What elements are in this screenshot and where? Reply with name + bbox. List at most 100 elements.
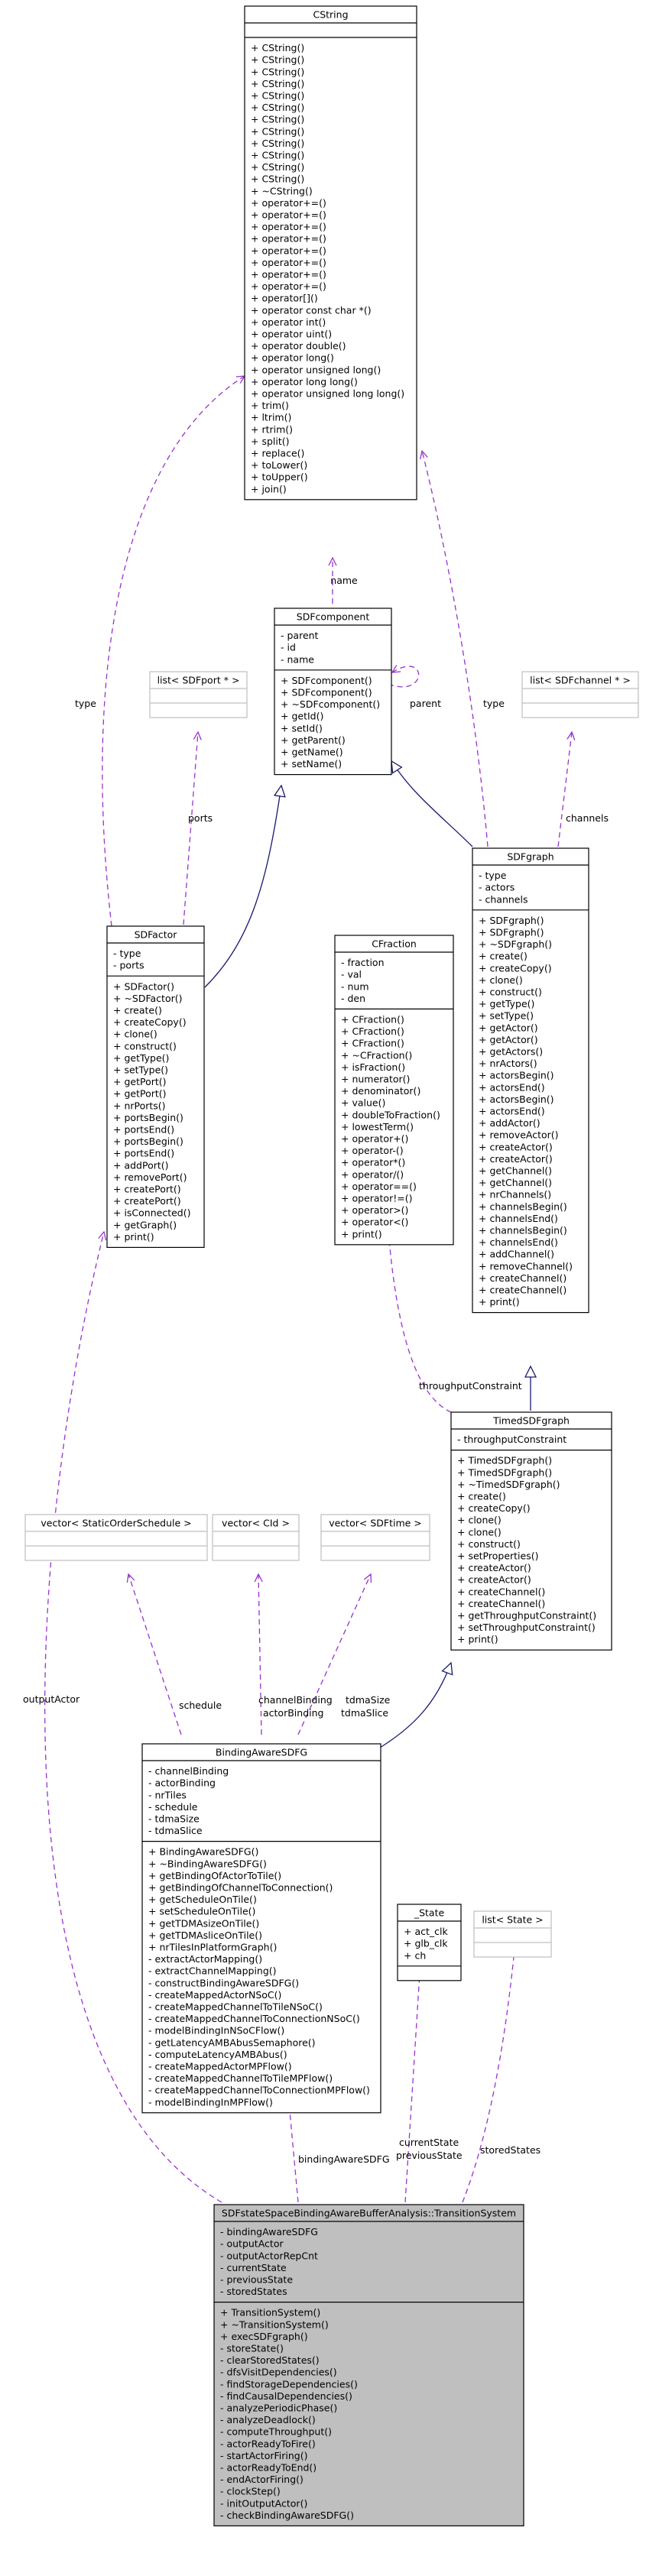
label-type-graph: type (483, 698, 505, 709)
class-method: + addPort() (113, 1159, 169, 1171)
class-method: + getActors() (479, 1046, 543, 1058)
class-cstring: CString+ CString()+ CString()+ CString()… (244, 5, 417, 501)
class-method: + value() (341, 1097, 385, 1109)
class-attribute: - outputActor (220, 2238, 284, 2250)
class-method: + actorsBegin() (479, 1094, 554, 1105)
class-box-frame (521, 671, 639, 718)
class-method: - getLatencyAMBAbusSemaphore() (148, 2036, 316, 2048)
class-method: + nrPorts() (113, 1100, 166, 1111)
class-method: + operator unsigned long() (251, 364, 381, 375)
edge-sdfactor-ports-list (183, 732, 198, 925)
class-attribute: - channelBinding (148, 1765, 229, 1777)
class-method: + getType() (113, 1052, 169, 1064)
class-method: + operator long long() (251, 376, 358, 387)
class-method: + CString() (251, 125, 304, 137)
class-method: + CFraction() (341, 1014, 404, 1026)
class-method: + portsBegin() (113, 1112, 183, 1123)
class-method: + CString() (251, 54, 304, 66)
class-title: CFraction (372, 938, 417, 950)
class-method: + SDFactor() (113, 980, 174, 992)
class-box-frame (274, 608, 392, 776)
class-attribute: - currentState (220, 2262, 287, 2273)
class-method: - analyzeDeadlock() (220, 2414, 316, 2425)
class-method: + print() (113, 1231, 154, 1243)
class-attribute: - type (479, 870, 507, 881)
class-method: + CString() (251, 138, 304, 149)
class-method: - createMappedChannelToTileNSoC() (148, 2001, 323, 2013)
class-method: + isFraction() (341, 1061, 405, 1073)
class-box-frame (212, 1514, 300, 1561)
class-method: + getThroughputConstraint() (457, 1610, 596, 1622)
edge-binding-cid-vector (258, 1574, 261, 1735)
class-method: + operator long() (251, 352, 334, 364)
class-method: + join() (251, 483, 287, 494)
class-method: + getTDMAsizeOnTile() (148, 1917, 259, 1929)
class-box-frame (149, 671, 248, 718)
label-tdma-size: tdmaSize (346, 1694, 391, 1706)
class-method: + operator+=() (251, 209, 326, 221)
class-method: + rtrim() (251, 423, 293, 435)
label-actor-binding: actorBinding (263, 1707, 323, 1719)
class-method: + setProperties() (457, 1550, 538, 1562)
class-title: vector< CId > (222, 1518, 290, 1529)
class-method: + createChannel() (479, 1272, 566, 1284)
class-vector-cid: vector< CId > (212, 1514, 300, 1561)
class-box-frame (450, 1411, 612, 1651)
class-method: + createPort() (113, 1184, 181, 1195)
class-sdfcomponent: SDFcomponent- parent- id- name+ SDFcompo… (274, 608, 392, 776)
class-attribute: - ports (113, 960, 144, 971)
class-attribute: - name (281, 653, 314, 665)
class-sdfactor: SDFactor- type- ports+ SDFactor()+ ~SDFa… (106, 925, 205, 1248)
class-method: + operator+() (341, 1133, 408, 1145)
edge-sdfgraph-channels-list (557, 732, 572, 847)
class-box-frame (334, 935, 454, 1246)
class-method: + nrTilesInPlatformGraph() (148, 1942, 277, 1953)
class-method: + getBindingOfActorToTile() (148, 1870, 281, 1881)
class-list-sdfport: list< SDFport * > (149, 671, 248, 718)
class-boxes: CString+ CString()+ CString()+ CString()… (24, 5, 639, 2526)
class-method: + operator<() (341, 1217, 408, 1228)
class-method: + getActor() (479, 1022, 538, 1033)
class-method: + ~CString() (251, 185, 313, 196)
class-method: + getTDMAsliceOnTile() (148, 1930, 262, 1941)
class-method: + setType() (479, 1010, 534, 1022)
class-method: + TimedSDFgraph() (457, 1455, 552, 1466)
class-method: - analyzePeriodicPhase() (220, 2403, 337, 2414)
class-method: + createPort() (113, 1195, 181, 1207)
class-method: + TimedSDFgraph() (457, 1466, 552, 1478)
class-method: + getParent() (281, 734, 346, 746)
class-title: SDFstateSpaceBindingAwareBufferAnalysis:… (222, 2208, 516, 2219)
class-box-frame (24, 1514, 208, 1561)
class-method: + getChannel() (479, 1165, 552, 1177)
class-method: + CString() (251, 161, 304, 173)
class-method: + CString() (251, 90, 304, 102)
class-method: + print() (457, 1634, 498, 1645)
class-method: + ~CFraction() (341, 1049, 412, 1061)
class-method: + denominator() (341, 1085, 420, 1097)
class-attribute: - channels (479, 893, 528, 905)
class-method: - modelBindingInNSoCFlow() (148, 2025, 284, 2036)
class-method: - storeState() (220, 2343, 284, 2354)
class-title: _State (414, 1907, 445, 1919)
class-method: + actorsBegin() (479, 1070, 554, 1081)
class-method: - createMappedChannelToConnectionNSoC() (148, 2013, 360, 2024)
class-method: + portsBegin() (113, 1136, 183, 1147)
class-method: + operator uint() (251, 329, 332, 340)
class-method: + getId() (281, 711, 323, 722)
class-method: + createChannel() (457, 1598, 545, 1609)
class-method: - clearStoredStates() (220, 2354, 320, 2366)
class-method: - modelBindingInMPFlow() (148, 2096, 273, 2108)
class-method: - findStorageDependencies() (220, 2378, 358, 2390)
class-method: + setId() (281, 722, 323, 734)
edge-sdfactor-type-cstring (102, 376, 245, 927)
class-method: + toUpper() (251, 471, 308, 483)
class-attribute: - type (113, 948, 141, 959)
class-method: + SDFgraph() (479, 915, 544, 926)
class-title: SDFgraph (507, 851, 553, 863)
class-attribute: - id (281, 642, 296, 653)
class-method: - computeThroughput() (220, 2426, 332, 2438)
class-method: + portsEnd() (113, 1124, 174, 1136)
class-title: list< SDFport * > (157, 675, 240, 686)
label-previous-state: previousState (396, 2150, 463, 2161)
class-method: + actorsEnd() (479, 1081, 545, 1093)
